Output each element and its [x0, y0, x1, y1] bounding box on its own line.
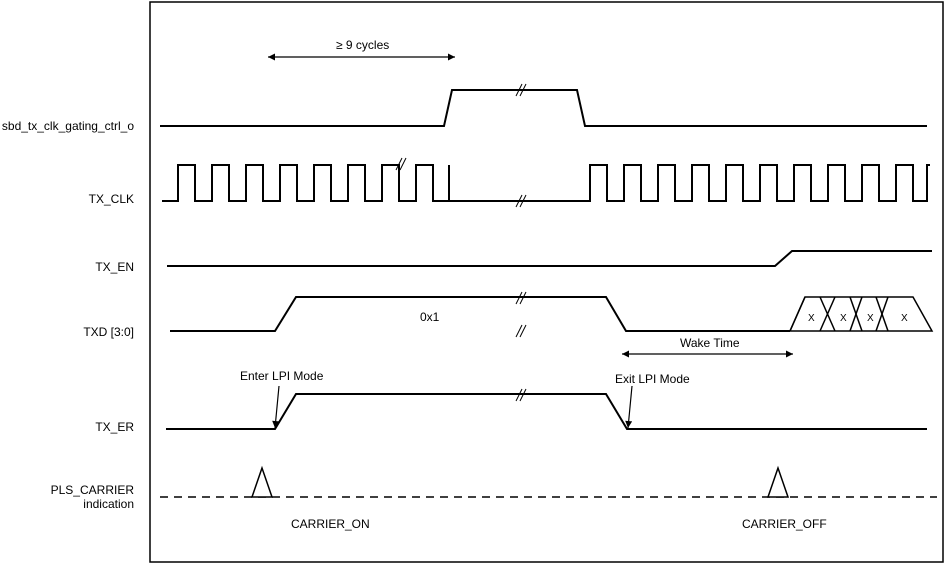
tx-clk-break-marks	[395, 157, 527, 208]
label-txd: TXD [3:0]	[83, 325, 134, 339]
exit-lpi-arrow	[625, 385, 633, 429]
label-tx-en: TX_EN	[95, 260, 134, 274]
tx-clk-waveform	[162, 164, 930, 202]
bus-x-1: X	[808, 313, 815, 324]
txd-value-label: 0x1	[420, 310, 440, 324]
label-gating: sbd_tx_clk_gating_ctrl_o	[1, 119, 134, 133]
enter-lpi-arrow	[272, 385, 280, 429]
label-tx-clk: TX_CLK	[88, 192, 134, 206]
cycles-label: ≥ 9 cycles	[336, 38, 390, 52]
enter-lpi-label: Enter LPI Mode	[240, 369, 324, 383]
gating-waveform	[160, 89, 927, 127]
gating-break-mark	[515, 83, 527, 97]
txd-bus-eyes	[789, 296, 934, 332]
tx-en-waveform	[167, 250, 932, 267]
label-pls-carrier: PLS_CARRIER	[50, 483, 134, 497]
txd-waveform	[170, 296, 790, 332]
bus-x-4: X	[901, 313, 908, 324]
diagram-frame	[149, 1, 944, 563]
txd-break-mark	[515, 291, 527, 338]
wake-time-label: Wake Time	[680, 336, 740, 350]
carrier-off-label: CARRIER_OFF	[742, 517, 827, 531]
label-tx-er: TX_ER	[95, 420, 134, 434]
tx-er-waveform	[166, 393, 927, 430]
label-pls-carrier-indication: indication	[83, 497, 134, 511]
carrier-on-label: CARRIER_ON	[291, 517, 370, 531]
carrier-on-triangle	[250, 465, 274, 498]
bus-x-3: X	[867, 313, 874, 324]
carrier-off-triangle	[766, 465, 790, 498]
bus-x-2: X	[840, 313, 847, 324]
tx-er-break-mark	[515, 388, 527, 402]
exit-lpi-label: Exit LPI Mode	[615, 372, 690, 386]
